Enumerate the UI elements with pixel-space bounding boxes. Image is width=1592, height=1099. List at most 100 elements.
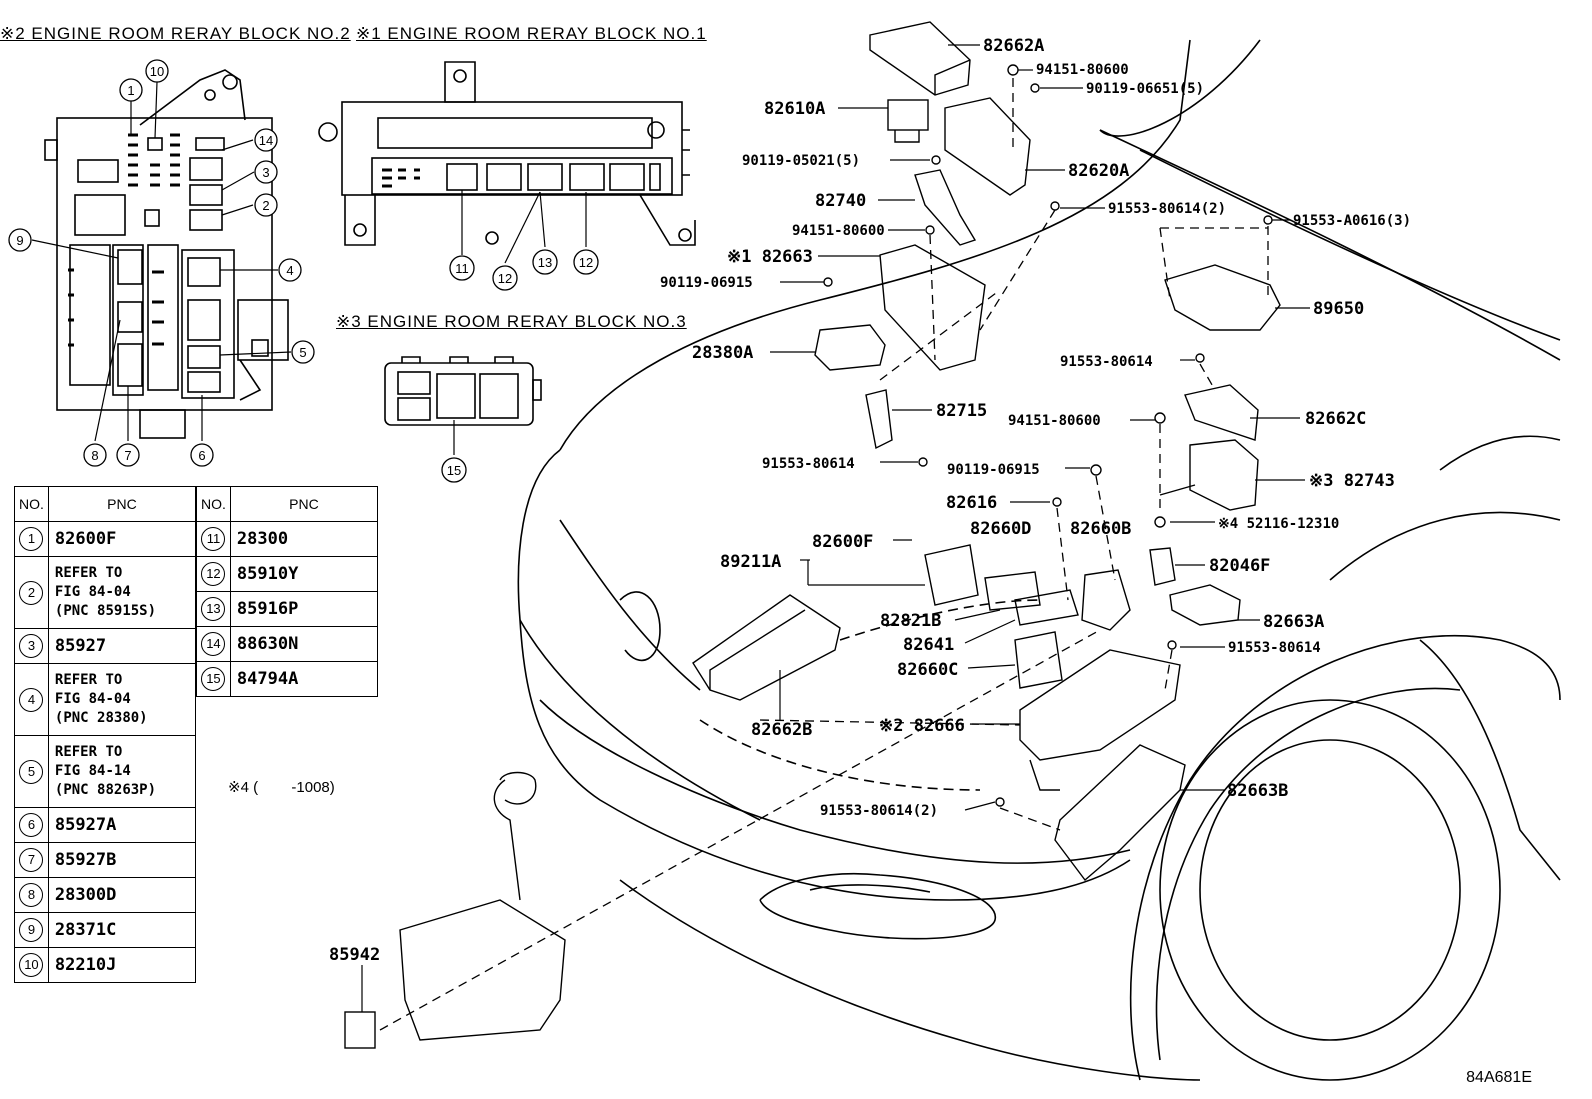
part-labels: 82662A 94151-80600 90119-06651(5) 82610A…	[329, 36, 1411, 965]
note-4: ※4 ( -1008)	[228, 779, 335, 796]
relay-block-no2-drawing	[44, 69, 289, 439]
row-pnc: 85927B	[47, 842, 197, 878]
label-82740: 82740	[815, 191, 866, 211]
relay-block-no1-drawing	[318, 61, 696, 246]
row-number: 10	[19, 953, 44, 977]
label-89211A: 89211A	[720, 552, 781, 572]
callout-b2-2: 2	[262, 198, 269, 213]
header-block-no3: ※3 ENGINE ROOM RERAY BLOCK NO.3	[336, 312, 687, 331]
row-number: 3	[19, 634, 44, 658]
row-pnc: 85910Y	[229, 556, 379, 592]
row-pnc: 88630N	[229, 626, 379, 662]
label-82663A: 82663A	[1263, 612, 1324, 632]
col-no-header: NO.	[196, 486, 231, 522]
col-pnc-header: PNC	[229, 486, 379, 522]
row-number: 5	[19, 759, 44, 784]
col-no-header: NO.	[14, 486, 49, 522]
label-52116: ※4 52116-12310	[1218, 516, 1339, 532]
label-85942: 85942	[329, 945, 380, 965]
callout-b2-10: 10	[150, 64, 164, 79]
figure-code: 84A681E	[1466, 1069, 1532, 1086]
row-number: 9	[19, 918, 44, 942]
label-82600F: 82600F	[812, 532, 873, 552]
callout-b1-12a: 12	[498, 271, 512, 286]
row-number: 6	[19, 813, 44, 837]
row-number: 7	[19, 848, 44, 872]
label-28380A: 28380A	[692, 343, 753, 363]
label-82610A: 82610A	[764, 99, 825, 119]
row-number: 2	[19, 580, 44, 605]
label-94151-mid: 94151-80600	[792, 223, 885, 239]
label-82620A: 82620A	[1068, 161, 1129, 181]
label-82662C: 82662C	[1305, 409, 1366, 429]
label-91553-A0616: 91553-A0616(3)	[1293, 213, 1411, 229]
label-82663: ※1 82663	[727, 247, 813, 267]
callout-leaders	[31, 81, 587, 455]
callout-b1-11: 11	[455, 261, 469, 276]
row-number: 1	[19, 527, 44, 551]
relay-block-no3-drawing	[384, 356, 542, 426]
label-82616: 82616	[946, 493, 997, 513]
callout-b2-1: 1	[127, 83, 134, 98]
row-pnc: REFER TO FIG 84-04 (PNC 85915S)	[47, 556, 197, 629]
row-number: 4	[19, 687, 44, 712]
row-number: 12	[201, 562, 226, 586]
relay-block-no2-fuse-marks	[68, 133, 180, 347]
callout-b2-14: 14	[259, 133, 273, 148]
label-91553-80614-d: 91553-80614	[1228, 640, 1321, 656]
callout-b2-5: 5	[299, 345, 306, 360]
label-leader-lines	[361, 44, 1310, 1012]
header-block-no1: ※1 ENGINE ROOM RERAY BLOCK NO.1	[356, 24, 707, 43]
label-94151-low: 94151-80600	[1008, 413, 1101, 429]
row-pnc: 28300	[229, 521, 379, 557]
row-pnc: 85927	[47, 628, 197, 664]
row-pnc: 82210J	[47, 947, 197, 983]
row-number: 11	[201, 527, 226, 551]
car-body-outline	[517, 39, 1561, 1081]
label-89650: 89650	[1313, 299, 1364, 319]
label-90119-05021: 90119-05021(5)	[742, 153, 860, 169]
label-82662A: 82662A	[983, 36, 1044, 56]
label-82666: ※2 82666	[879, 716, 965, 736]
callout-b1-12b: 12	[579, 255, 593, 270]
header-block-no2: ※2 ENGINE ROOM RERAY BLOCK NO.2	[0, 24, 351, 43]
label-90119-06915b: 90119-06915	[947, 462, 1040, 478]
label-82662B: 82662B	[751, 720, 812, 740]
label-90119-06915a: 90119-06915	[660, 275, 753, 291]
row-pnc: REFER TO FIG 84-14 (PNC 88263P)	[47, 735, 197, 808]
label-82663B: 82663B	[1227, 781, 1288, 801]
row-pnc: 28300D	[47, 877, 197, 913]
label-82660B: 82660B	[1070, 519, 1131, 539]
label-91553-80614-c: 91553-80614	[762, 456, 855, 472]
row-pnc: 85927A	[47, 807, 197, 843]
front-wheel	[1129, 634, 1561, 1081]
row-number: 13	[201, 597, 226, 621]
callout-circles	[8, 59, 599, 483]
callout-b2-7: 7	[124, 448, 131, 463]
label-90119-06651: 90119-06651(5)	[1086, 81, 1204, 97]
row-pnc: 85916P	[229, 591, 379, 627]
label-82743: ※3 82743	[1309, 471, 1395, 491]
label-82821B: 82821B	[880, 611, 941, 631]
label-82715: 82715	[936, 401, 987, 421]
label-91553-80614-2a: 91553-80614(2)	[1108, 201, 1226, 217]
row-number: 8	[19, 883, 44, 907]
label-91553-80614-b: 91553-80614	[1060, 354, 1153, 370]
callout-numbers: 1 10 14 3 2 9 4 5 8 7 6 11 12 13 12 15	[16, 64, 593, 478]
callout-b2-6: 6	[198, 448, 205, 463]
callout-b2-4: 4	[286, 263, 293, 278]
